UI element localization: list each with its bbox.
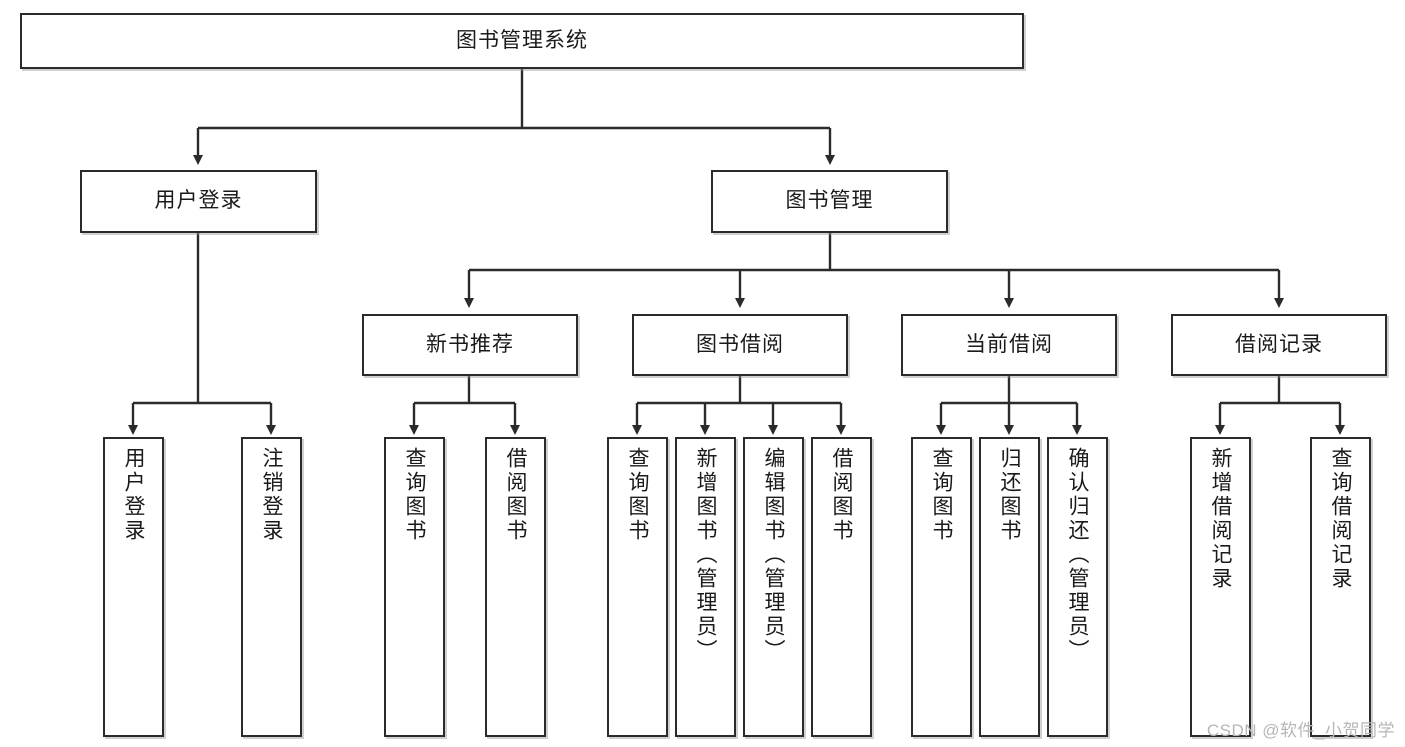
node-book-borrow[interactable]: 图书借阅 <box>632 314 848 376</box>
node-root-label: 图书管理系统 <box>456 28 588 52</box>
node-leaf-query-book-3-label: 查询图书 <box>930 447 954 543</box>
node-leaf-query-book-1-label: 查询图书 <box>403 447 427 543</box>
node-book-manage[interactable]: 图书管理 <box>711 170 948 233</box>
node-leaf-query-book-1[interactable]: 查询图书 <box>384 437 445 737</box>
node-leaf-add-book-label: 新增图书（管理员） <box>694 447 718 663</box>
node-leaf-add-book[interactable]: 新增图书（管理员） <box>675 437 736 737</box>
node-leaf-borrow-book-1-label: 借阅图书 <box>504 447 528 543</box>
node-leaf-borrow-book-1[interactable]: 借阅图书 <box>485 437 546 737</box>
node-leaf-return-book-label: 归还图书 <box>998 447 1022 543</box>
node-root[interactable]: 图书管理系统 <box>20 13 1024 69</box>
watermark-text: CSDN @软件_小贺同学 <box>1206 721 1395 740</box>
node-leaf-user-login[interactable]: 用户登录 <box>103 437 164 737</box>
node-book-borrow-label: 图书借阅 <box>696 332 784 356</box>
node-leaf-borrow-book-2-label: 借阅图书 <box>830 447 854 543</box>
node-leaf-return-book[interactable]: 归还图书 <box>979 437 1040 737</box>
node-leaf-confirm-return-label: 确认归还（管理员） <box>1066 447 1090 663</box>
node-leaf-edit-book[interactable]: 编辑图书（管理员） <box>743 437 804 737</box>
node-borrow-record[interactable]: 借阅记录 <box>1171 314 1387 376</box>
node-borrow-record-label: 借阅记录 <box>1235 332 1323 356</box>
node-leaf-query-book-2[interactable]: 查询图书 <box>607 437 668 737</box>
node-leaf-query-record[interactable]: 查询借阅记录 <box>1310 437 1371 737</box>
node-current-borrow-label: 当前借阅 <box>965 332 1053 356</box>
node-leaf-query-book-2-label: 查询图书 <box>626 447 650 543</box>
node-current-borrow[interactable]: 当前借阅 <box>901 314 1117 376</box>
node-leaf-logout-login[interactable]: 注销登录 <box>241 437 302 737</box>
node-user-login[interactable]: 用户登录 <box>80 170 317 233</box>
node-leaf-user-login-label: 用户登录 <box>122 447 146 543</box>
node-book-manage-label: 图书管理 <box>785 189 874 213</box>
node-leaf-confirm-return[interactable]: 确认归还（管理员） <box>1047 437 1108 737</box>
node-leaf-edit-book-label: 编辑图书（管理员） <box>762 447 786 663</box>
node-leaf-borrow-book-2[interactable]: 借阅图书 <box>811 437 872 737</box>
node-leaf-query-record-label: 查询借阅记录 <box>1329 447 1353 591</box>
node-user-login-label: 用户登录 <box>154 189 243 213</box>
node-new-book-recommend[interactable]: 新书推荐 <box>362 314 578 376</box>
node-new-book-recommend-label: 新书推荐 <box>426 332 514 356</box>
node-leaf-query-book-3[interactable]: 查询图书 <box>911 437 972 737</box>
node-leaf-add-record-label: 新增借阅记录 <box>1209 447 1233 591</box>
node-leaf-logout-login-label: 注销登录 <box>260 447 284 543</box>
node-leaf-add-record[interactable]: 新增借阅记录 <box>1190 437 1251 737</box>
